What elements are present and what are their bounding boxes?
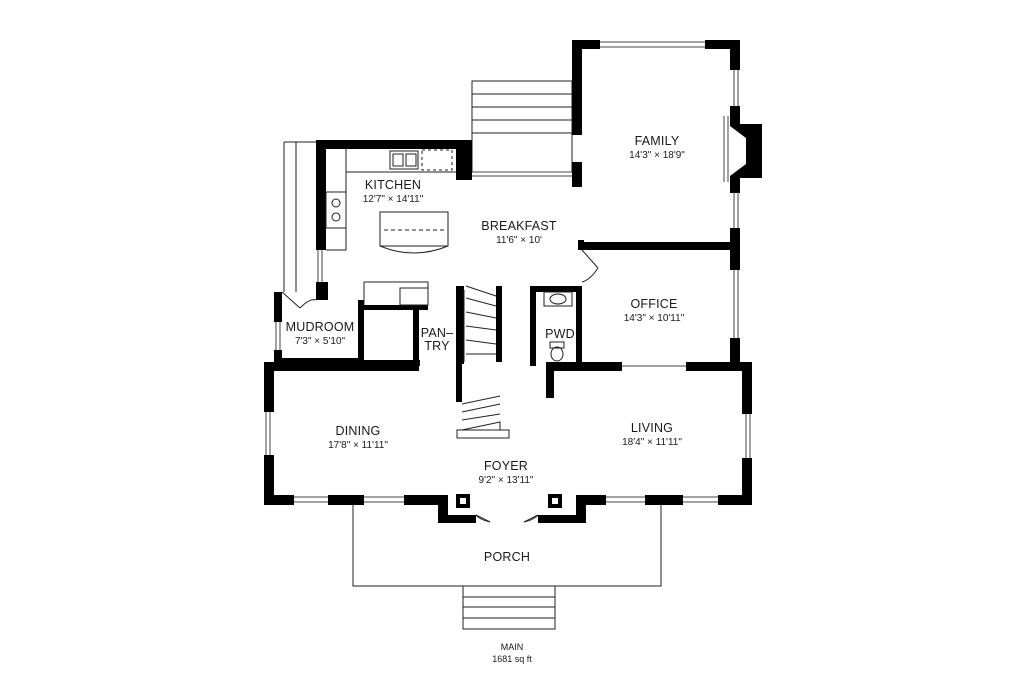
porch-columns: [456, 494, 562, 508]
room-label-pwd: PWD: [545, 327, 575, 341]
room-dims-breakfast: 11'6" × 10': [496, 235, 542, 246]
room-dims-family: 14'3" × 18'9": [629, 150, 685, 161]
floor-level-label: MAIN: [501, 642, 524, 652]
windows: [265, 41, 751, 503]
floor-area-label: 1681 sq ft: [492, 654, 532, 664]
room-label-dining: DINING: [336, 424, 381, 438]
room-dims-mudroom: 7'3" × 5'10": [295, 336, 346, 347]
room-dims-kitchen: 12'7" × 14'11": [363, 194, 424, 205]
interior-walls: [274, 240, 730, 402]
room-dims-foyer: 9'2" × 13'11": [479, 475, 534, 486]
kitchen-fixtures: [283, 141, 456, 306]
room-dims-dining: 17'8" × 11'11": [328, 440, 388, 451]
room-label-porch: PORCH: [484, 550, 530, 564]
room-label-pantry-line2: TRY: [424, 339, 450, 353]
room-dims-office: 14'3" × 10'11": [624, 313, 685, 324]
powder-room-fixtures: [543, 291, 573, 362]
room-label-office: OFFICE: [630, 297, 677, 311]
back-steps: [471, 80, 573, 173]
room-label-family: FAMILY: [635, 134, 680, 148]
room-label-pantry-line1: PAN–: [421, 326, 454, 340]
front-steps: [462, 585, 556, 630]
staircase: [456, 285, 510, 439]
room-label-mudroom: MUDROOM: [286, 320, 355, 334]
room-label-kitchen: KITCHEN: [365, 178, 421, 192]
room-label-living: LIVING: [631, 421, 673, 435]
doors: [281, 249, 599, 523]
room-dims-living: 18'4" × 11'11": [622, 437, 682, 448]
room-label-breakfast: BREAKFAST: [481, 219, 557, 233]
porch-outline: [352, 505, 662, 587]
exterior-walls: [264, 40, 762, 523]
room-label-foyer: FOYER: [484, 459, 528, 473]
